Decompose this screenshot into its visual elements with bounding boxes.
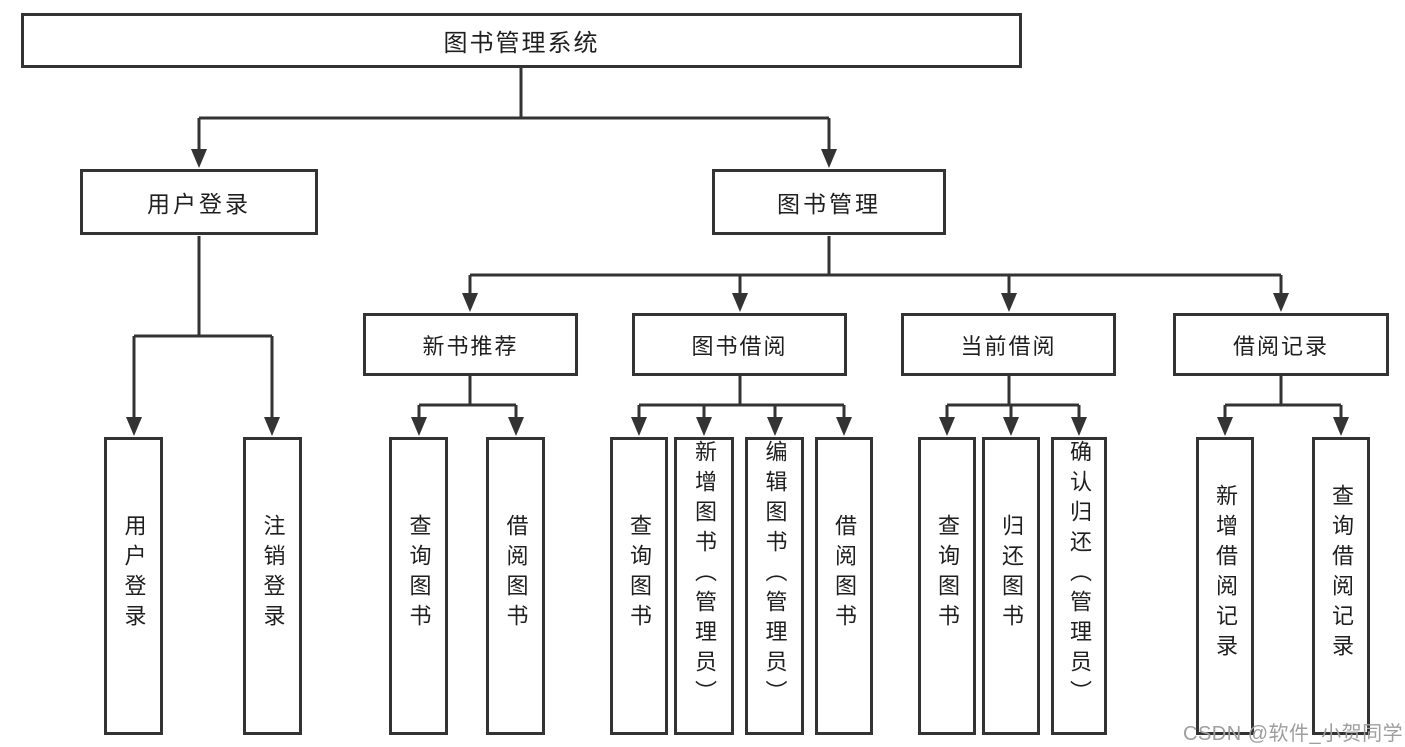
arrowhead-icon [1071,417,1087,436]
node-book-borrowing: 图书借阅 [632,313,847,376]
arrowhead-icon [767,417,783,436]
arrowhead-icon [939,417,955,436]
leaf-nbr-query-books: 查询图书 [389,437,448,735]
leaf-user-login: 用户登录 [104,437,163,735]
arrowhead-icon [1273,293,1289,312]
arrowhead-icon [1333,417,1349,436]
arrowhead-icon [1217,417,1233,436]
node-book-management: 图书管理 [712,169,946,235]
watermark: CSDN @软件_小贺同学 [1183,723,1404,745]
node-book-management-system: 图书管理系统 [21,13,1022,68]
leaf-bb-query-books: 查询图书 [610,437,668,735]
leaf-nbr-borrow-books: 借阅图书 [486,437,545,735]
leaf-bb-add-books-admin: 新增图书（管理员） [674,437,734,735]
leaf-br-query-record: 查询借阅记录 [1312,437,1370,735]
node-current-borrowing: 当前借阅 [901,313,1116,376]
arrowhead-icon [1003,417,1019,436]
leaf-br-add-record: 新增借阅记录 [1196,437,1254,735]
arrowhead-icon [191,149,207,168]
leaf-bb-borrow-books: 借阅图书 [815,437,873,735]
arrowhead-icon [126,417,142,436]
arrowhead-icon [411,417,427,436]
arrowhead-icon [462,293,478,312]
arrowhead-icon [732,293,748,312]
node-user-login: 用户登录 [80,169,318,235]
leaf-cb-confirm-return-admin: 确认归还（管理员） [1051,437,1107,735]
arrowhead-icon [508,417,524,436]
arrowhead-icon [631,417,647,436]
arrowhead-icon [264,417,280,436]
node-new-book-recommendation: 新书推荐 [363,313,578,376]
node-borrowing-records: 借阅记录 [1173,313,1389,376]
connector-path [132,68,1343,420]
arrowhead-icon [836,417,852,436]
arrowhead-icon [1001,293,1017,312]
arrowhead-icon [696,417,712,436]
leaf-logout: 注销登录 [243,437,302,735]
leaf-cb-return-books: 归还图书 [982,437,1040,735]
arrowhead-icon [821,149,837,168]
leaf-bb-edit-books-admin: 编辑图书（管理员） [745,437,804,735]
leaf-cb-query-books: 查询图书 [918,437,976,735]
